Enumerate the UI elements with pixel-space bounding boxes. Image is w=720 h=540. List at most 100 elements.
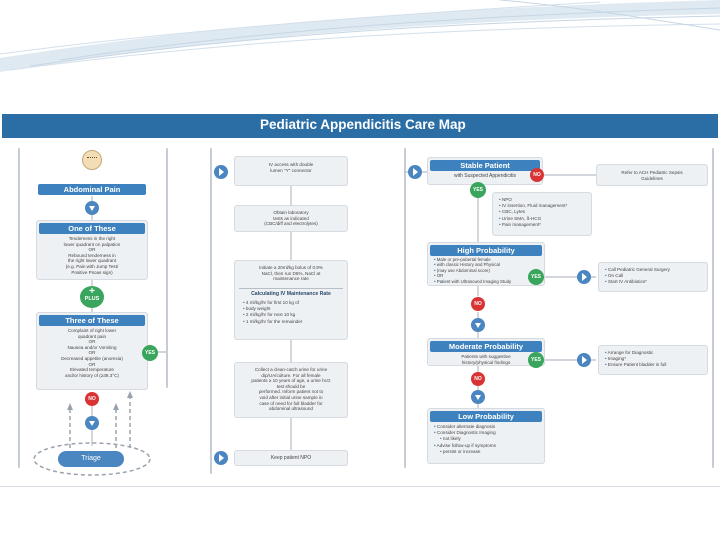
moderate-probability-header: Moderate Probability xyxy=(430,341,542,352)
one-of-these-header: One of These xyxy=(39,223,145,234)
three-of-these-card: Three of These Complaint of right lower … xyxy=(36,312,148,390)
moderate-actions-card: Arrange for Diagnostic Imaging* Ensure P… xyxy=(598,345,708,375)
stable-order-item: CBC, Lytes xyxy=(499,209,567,215)
plus-icon: + xyxy=(89,286,95,297)
three-of-these-header: Three of These xyxy=(39,315,145,326)
iv-access-line: lumen "Y" connector xyxy=(270,167,312,173)
criterion-line: quadrant pain xyxy=(77,333,107,339)
high-action-item: On Call xyxy=(605,273,670,279)
criterion-or: OR xyxy=(88,361,96,367)
no-badge-high[interactable]: NO xyxy=(471,297,485,311)
high-actions-list: Call Pediatric General Surgery On Call S… xyxy=(605,267,670,286)
stable-order-item: Pain management* xyxy=(499,222,567,228)
triage-button[interactable]: Triage xyxy=(58,451,124,467)
decorative-swirl xyxy=(0,0,720,72)
sepsis-line: Refer to ACH Pediatric Sepsis xyxy=(621,170,683,175)
step-arrow-high[interactable] xyxy=(577,270,591,284)
moderate-actions-list: Arrange for Diagnostic Imaging* Ensure P… xyxy=(605,350,667,369)
criterion-line: Positive Psoas sign) xyxy=(71,269,113,275)
sepsis-card: Refer to ACH Pediatric Sepsis Guidelines xyxy=(596,164,708,186)
column-3-line xyxy=(404,148,406,468)
child-face-icon xyxy=(82,150,102,170)
stable-orders-list: NPO IV insertion, Fluid management* CBC,… xyxy=(499,197,567,228)
moderate-action-item: Imaging* xyxy=(605,356,666,362)
step-arrow-moderate-action[interactable] xyxy=(577,353,591,367)
yes-badge-moderate[interactable]: YES xyxy=(528,352,544,368)
low-probability-header: Low Probability xyxy=(430,411,542,422)
plus-label: PLUS xyxy=(84,296,100,302)
column-3-right-line xyxy=(712,148,714,468)
urine-line: void after initial urine sample in xyxy=(259,394,323,400)
step-arrow-1[interactable] xyxy=(85,201,99,215)
high-probability-list: Male or pre-pubertal female with classic… xyxy=(434,257,511,284)
low-item: not likely xyxy=(434,436,496,442)
low-item: Advise follow-up if symptoms xyxy=(434,443,496,449)
npo-card: Keep patient NPO xyxy=(234,450,348,466)
down-arrow-icon xyxy=(475,395,481,400)
sepsis-line: Guidelines xyxy=(641,175,663,181)
urine-line: case of need for full bladder for xyxy=(259,400,323,406)
step-arrow-2[interactable] xyxy=(214,165,228,179)
calc-line: body weight xyxy=(243,306,302,312)
right-arrow-icon xyxy=(219,168,224,176)
stable-patient-header: Stable Patient xyxy=(430,160,540,171)
step-arrow-moderate[interactable] xyxy=(471,318,485,332)
stable-patient-sub: with Suspected Appendicitis xyxy=(454,173,516,179)
sepsis-text: Refer to ACH Pediatric Sepsis Guidelines xyxy=(599,170,705,181)
criterion-line: Elevated temperature xyxy=(70,367,114,373)
low-item: Consider Diagnostic Imaging xyxy=(434,430,496,436)
bolus-line: maintenance rate xyxy=(273,276,309,282)
bolus-line: NaCl, then run D5%, NaCl at xyxy=(261,270,321,276)
right-arrow-icon xyxy=(582,273,587,281)
moderate-probability-card: Moderate Probability Patients with sugge… xyxy=(427,338,545,366)
right-arrow-icon xyxy=(219,454,224,462)
lab-tests-line: (CBC/diff and electrolytes) xyxy=(264,221,318,227)
high-criterion: (may use Abdominal score) xyxy=(434,268,511,273)
stable-order-item: NPO xyxy=(499,197,567,203)
criterion-or: OR xyxy=(88,350,96,356)
iv-access-line: IV access with double xyxy=(268,162,314,167)
step-arrow-4[interactable] xyxy=(408,165,422,179)
urine-line: performed. Inform patient not to xyxy=(258,389,324,395)
high-criterion: with classic History and Physical xyxy=(434,262,511,267)
high-action-item: Start IV Antibiotics* xyxy=(605,279,670,285)
calc-line: 2 ml/kg/hr for next 10 kg xyxy=(243,312,302,318)
column-2-line xyxy=(210,148,212,474)
lab-tests-line: tests as indicated xyxy=(273,215,309,221)
criterion-line: Rebound tenderness in xyxy=(68,252,116,258)
urine-text: Collect a clean-catch urine for urine di… xyxy=(237,367,345,412)
no-badge-col1[interactable]: NO xyxy=(85,392,99,406)
no-badge-moderate[interactable]: NO xyxy=(471,372,485,386)
bolus-line: Initiate a 20ml/kg bolus of 0.9% xyxy=(259,265,323,270)
high-criterion: Patient with Ultrasound Imaging Study xyxy=(434,279,511,284)
urine-line: dip/UA/culture. For all female xyxy=(261,372,321,378)
abdominal-pain-header: Abdominal Pain xyxy=(38,184,146,195)
yes-badge-stable[interactable]: YES xyxy=(470,182,486,198)
urine-card: Collect a clean-catch urine for urine di… xyxy=(234,362,348,418)
no-badge-stable[interactable]: NO xyxy=(530,168,544,182)
low-probability-list: Consider alternate diagnosis Consider Di… xyxy=(434,424,496,455)
step-arrow-3[interactable] xyxy=(214,451,228,465)
criterion-or: OR xyxy=(88,339,96,345)
bolus-card: Initiate a 20ml/kg bolus of 0.9% NaCl, t… xyxy=(234,260,348,340)
stable-order-item: Urine SMA, ß-HCG xyxy=(499,216,567,222)
yes-badge-high[interactable]: YES xyxy=(528,269,544,285)
right-arrow-icon xyxy=(582,356,587,364)
moderate-line: Patients with suggestive xyxy=(461,354,511,359)
right-arrow-icon xyxy=(413,168,418,176)
calc-maintenance-title: Calculating IV Maintenance Rate xyxy=(251,291,331,297)
lab-tests-text: Obtain laboratory tests as indicated (CB… xyxy=(237,210,345,227)
three-of-these-criteria: Complaint of right lower quadrant pain O… xyxy=(39,328,145,378)
step-arrow-triage[interactable] xyxy=(85,416,99,430)
stable-orders-card: NPO IV insertion, Fluid management* CBC,… xyxy=(492,192,592,236)
high-probability-header: High Probability xyxy=(430,245,542,256)
bolus-text: Initiate a 20ml/kg bolus of 0.9% NaCl, t… xyxy=(237,265,345,282)
yes-badge-col1[interactable]: YES xyxy=(142,345,158,361)
calc-line: 4 ml/kg/hr for first 10 kg of xyxy=(243,300,302,306)
npo-text: Keep patient NPO xyxy=(270,455,312,461)
moderate-probability-text: Patients with suggestive history/physica… xyxy=(430,354,542,365)
column-1-right-line xyxy=(166,148,168,388)
step-arrow-low[interactable] xyxy=(471,390,485,404)
high-criterion: Male or pre-pubertal female xyxy=(434,257,511,262)
criterion-line: Decreased appetite (anorexia) xyxy=(61,355,123,361)
